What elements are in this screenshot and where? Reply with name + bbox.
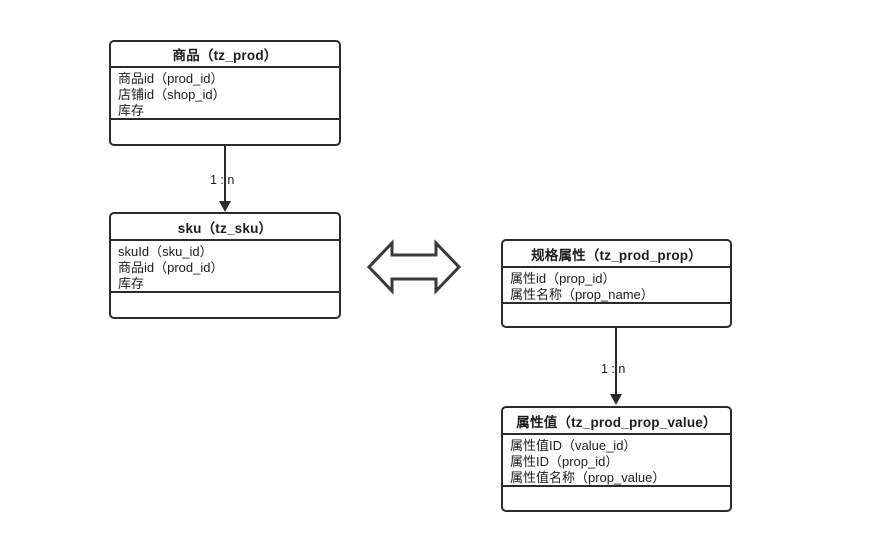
attribute-row: 属性ID（prop_id）: [510, 454, 619, 469]
entity-attributes-tz-sku: skuId（sku_id） 商品id（prod_id） 库存: [111, 241, 339, 293]
relation-arrowhead-icon: [610, 394, 622, 405]
entity-methods-tz-prod: [111, 120, 339, 142]
entity-title-text: 规格属性（tz_prod_prop）: [531, 247, 702, 263]
attribute-row: 属性值ID（value_id）: [510, 438, 637, 453]
entity-tz-sku[interactable]: sku（tz_sku） skuId（sku_id） 商品id（prod_id） …: [109, 212, 341, 319]
entity-methods-tz-sku: [111, 293, 339, 315]
relation-line: [615, 328, 617, 395]
relation-arrowhead-icon: [219, 201, 231, 212]
entity-attributes-tz-prod: 商品id（prod_id） 店铺id（shop_id） 库存: [111, 68, 339, 120]
entity-tz-prod-prop[interactable]: 规格属性（tz_prod_prop） 属性id（prop_id） 属性名称（pr…: [501, 239, 732, 328]
attribute-row: 商品id（prod_id）: [118, 71, 224, 86]
entity-attributes-tz-prod-prop: 属性id（prop_id） 属性名称（prop_name）: [503, 268, 730, 304]
attribute-row: 库存: [118, 276, 145, 291]
attribute-row: 属性值名称（prop_value）: [510, 470, 666, 485]
entity-header-tz-prod-prop-value: 属性值（tz_prod_prop_value）: [503, 408, 730, 435]
entity-title-text: 属性值（tz_prod_prop_value）: [516, 414, 717, 430]
entity-header-tz-prod-prop: 规格属性（tz_prod_prop）: [503, 241, 730, 268]
entity-title-text: sku（tz_sku）: [177, 220, 273, 236]
attribute-row: 属性id（prop_id）: [510, 271, 616, 286]
entity-attributes-tz-prod-prop-value: 属性值ID（value_id） 属性ID（prop_id） 属性值名称（prop…: [503, 435, 730, 487]
entity-tz-prod-prop-value[interactable]: 属性值（tz_prod_prop_value） 属性值ID（value_id） …: [501, 406, 732, 512]
attribute-row: 商品id（prod_id）: [118, 260, 224, 275]
entity-methods-tz-prod-prop-value: [503, 487, 730, 508]
entity-title-text: 商品（tz_prod）: [172, 48, 278, 63]
attribute-row: skuId（sku_id）: [118, 244, 213, 259]
entity-header-tz-prod: 商品（tz_prod）: [111, 42, 339, 68]
entity-tz-prod[interactable]: 商品（tz_prod） 商品id（prod_id） 店铺id（shop_id） …: [109, 40, 341, 146]
attribute-row: 库存: [118, 103, 145, 118]
relation-label: 1 : n: [210, 173, 235, 187]
relation-line: [224, 146, 226, 202]
attribute-row: 属性名称（prop_name）: [510, 287, 654, 302]
double-headed-arrow-icon: [364, 233, 464, 301]
entity-methods-tz-prod-prop: [503, 304, 730, 326]
relation-label: 1 : n: [601, 362, 626, 376]
entity-header-tz-sku: sku（tz_sku）: [111, 214, 339, 241]
attribute-row: 店铺id（shop_id）: [118, 87, 226, 102]
